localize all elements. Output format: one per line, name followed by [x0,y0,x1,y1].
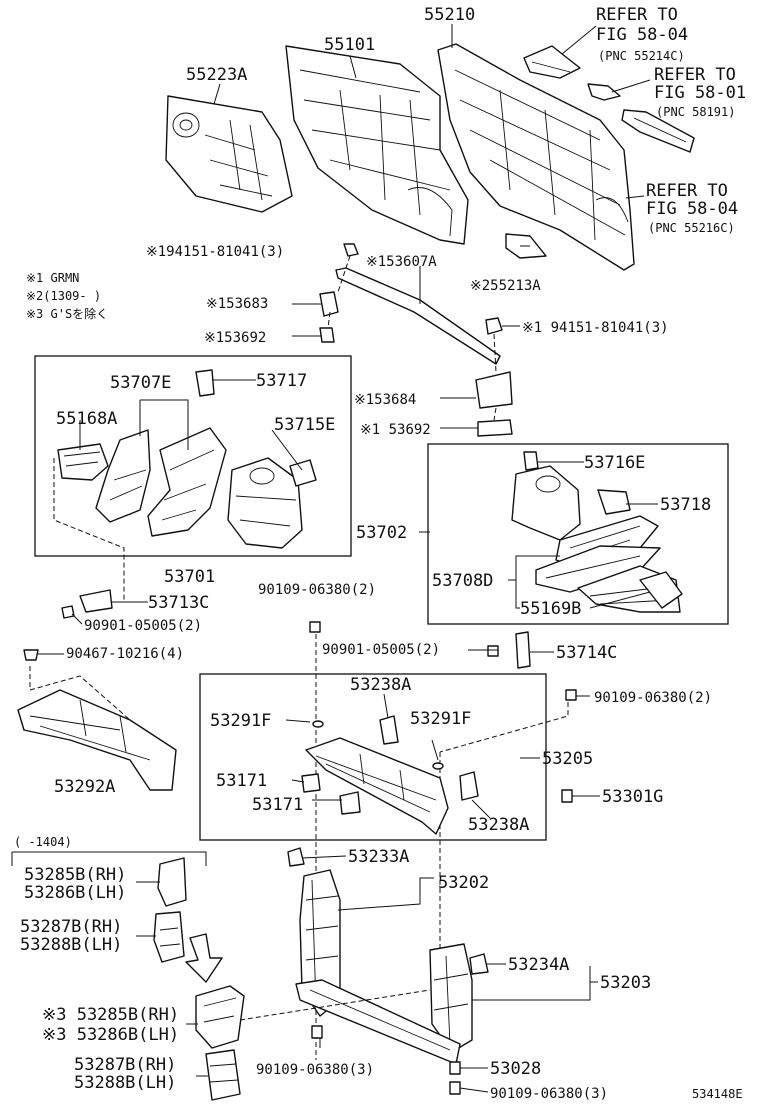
apron-parts-53702 [511,451,683,613]
label-53713C: 53713C [148,593,209,613]
range-bracket [11,851,207,866]
label-55223A: 55223A [186,65,247,85]
label-90109-b: 90109-06380(2) [594,690,712,706]
label-53692-a: ※153692 [204,330,266,346]
label-53286B-2: ※3 53286B(LH) [42,1025,179,1045]
label-53708D: 53708D [432,571,493,591]
label-55213A: ※255213A [470,278,541,294]
label-53234A: 53234A [508,955,569,975]
label-90467: 90467-10216(4) [66,646,184,662]
dash-panel-55101 [285,45,469,245]
ref-text-3c: (PNC 55216C) [648,221,735,235]
label-53714C: 53714C [556,643,617,663]
radiator-support-parts [287,847,489,1095]
label-53171-b: 53171 [252,795,303,815]
label-90109-a: 90109-06380(2) [258,582,376,598]
label-53288B-2: 53288B(LH) [74,1073,176,1093]
label-53292A: 53292A [54,777,115,797]
note-1: ※1 GRMN [26,271,79,285]
dash-panel-55210 [437,43,635,271]
label-53203: 53203 [600,973,651,993]
label-53683: ※153683 [206,296,268,312]
ref-part-55216C [621,109,695,153]
leader-lines [38,24,658,1093]
label-53171-a: 53171 [216,771,267,791]
label-53607A: ※153607A [366,254,437,270]
label-53291F-a: 53291F [210,711,271,731]
member-53292A [17,666,177,791]
ref-part-55214C [523,45,581,79]
label-53233A: 53233A [348,847,409,867]
label-53702: 53702 [356,523,407,543]
apron-parts-53701 [53,369,317,600]
ref-text-2a: REFER TO [654,65,736,85]
splash-shields [153,857,245,1101]
note-3: ※3 G'Sを除く [26,306,108,321]
group-box-53702 [427,443,729,625]
label-90901-b: 90901-05005(2) [322,642,440,658]
ref-text-2c: (PNC 58191) [656,105,735,119]
label-53288B-1: 53288B(LH) [20,935,122,955]
label-53202: 53202 [438,873,489,893]
figure-number: 534148E [692,1087,743,1101]
label-90901-a: 90901-05005(2) [84,618,202,634]
label-90109-d: 90109-06380(3) [490,1086,608,1102]
label-53287B-2: 53287B(RH) [74,1055,176,1075]
label-53028: 53028 [490,1059,541,1079]
ref-text-2b: FIG 58-01 [654,83,746,103]
label-90109-c: 90109-06380(3) [256,1062,374,1078]
label-55101: 55101 [324,35,375,55]
label-53701: 53701 [164,567,215,587]
label-53287B-1: 53287B(RH) [20,917,122,937]
label-53205: 53205 [542,749,593,769]
label-53715E: 53715E [274,415,335,435]
label-53286B-1: 53286B(LH) [24,883,126,903]
label-range: ( -1404) [14,835,72,849]
label-53717: 53717 [256,371,307,391]
label-53238A-a: 53238A [350,675,411,695]
label-53291F-b: 53291F [410,709,471,729]
ref-text-1b: FIG 58-04 [596,25,688,45]
group-box-53205 [199,673,547,841]
label-55169B: 55169B [520,599,581,619]
label-55210: 55210 [424,5,475,25]
label-53716E: 53716E [584,453,645,473]
label-53718: 53718 [660,495,711,515]
label-53684: ※153684 [354,392,416,408]
label-53285B-2: ※3 53285B(RH) [42,1005,179,1025]
cowl-brace-53607A [319,243,513,437]
group-box-53701 [34,355,352,557]
label-53707E: 53707E [110,373,171,393]
label-bolt-94151-a: ※194151-81041(3) [146,244,284,260]
label-bolt-94151-b: ※1 94151-81041(3) [522,320,669,336]
label-53301G: 53301G [602,787,663,807]
dash-insulator-55223A [165,95,293,213]
label-53285B-1: 53285B(RH) [24,865,126,885]
crossmember-53205 [301,715,479,835]
ref-text-1a: REFER TO [596,5,678,25]
label-53238A-b: 53238A [468,815,529,835]
ref-text-1c: (PNC 55214C) [598,49,685,63]
ref-text-3a: REFER TO [646,181,728,201]
label-55168A: 55168A [56,409,117,429]
ref-text-3b: FIG 58-04 [646,199,738,219]
callout-labels: 55210 55101 55223A REFER TO FIG 58-04 (P… [14,5,746,1102]
note-2: ※2(1309- ) [26,289,101,303]
label-53692-b: ※1 53692 [360,422,431,438]
ref-part-58191 [587,83,621,101]
